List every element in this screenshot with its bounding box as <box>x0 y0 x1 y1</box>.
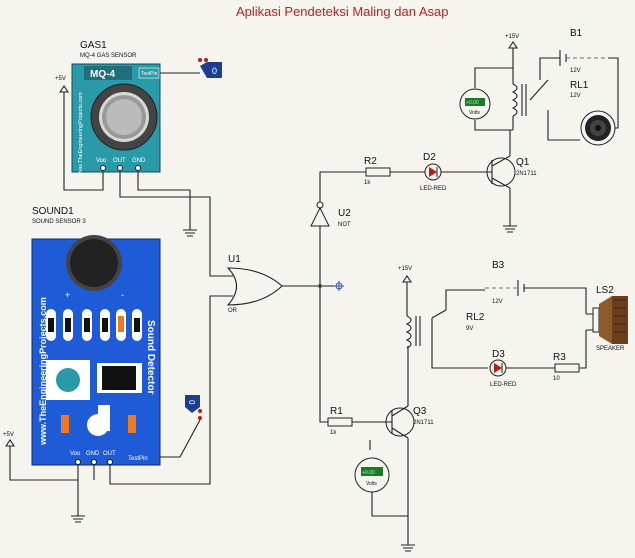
u2-not-gate[interactable] <box>310 201 330 227</box>
voltmeter-3: +0.00 Volts <box>354 457 390 493</box>
d2-led[interactable] <box>424 163 442 181</box>
power-15v-bottom: +15V <box>398 266 412 283</box>
rl1-ref: RL1 <box>570 80 589 91</box>
svg-text:Volts: Volts <box>469 110 480 116</box>
b3-value: 12V <box>492 299 503 305</box>
sound1-sensor[interactable]: + - www.TheEngineeringProjects.com Sound… <box>31 235 161 466</box>
gas1-sensor[interactable]: MQ-4 TestPin www.TheEngineeringProjects.… <box>71 63 161 177</box>
gas1-side-text: www.TheEngineeringProjects.com <box>78 92 84 177</box>
q3-ref: Q3 <box>413 406 427 417</box>
sound1-probe[interactable]: 0 <box>185 395 200 413</box>
sound1-desc: SOUND SENSOR 3 <box>32 219 86 225</box>
b3-battery[interactable] <box>517 280 525 296</box>
b1-value: 12V <box>570 68 581 74</box>
gas1-ref: GAS1 <box>80 40 107 51</box>
svg-text:+15V: +15V <box>505 34 519 40</box>
gas1-board-label: MQ-4 <box>90 69 115 80</box>
ls2-speaker[interactable] <box>592 296 628 344</box>
u1-or-gate[interactable] <box>226 267 283 306</box>
u2-ref: U2 <box>338 208 351 219</box>
voltmeter-1: +0.00 Volts <box>459 88 491 120</box>
q1-type: 2N1711 <box>516 171 537 177</box>
b3-ref: B3 <box>492 260 505 271</box>
gas1-pin-voo: Voo <box>96 158 107 164</box>
r3-ref: R3 <box>553 352 566 363</box>
rl1-coil[interactable] <box>511 83 527 117</box>
r3-value: 10 <box>553 376 560 382</box>
gas1-power-terminal: +5V <box>55 76 70 93</box>
sound1-power-terminal: +5V <box>3 432 16 447</box>
power-15v-top: +15V <box>505 34 519 49</box>
sound1-minus: - <box>121 290 124 300</box>
sound1-pin-gnd: GND <box>86 451 100 457</box>
svg-text:+5V: +5V <box>55 76 66 82</box>
rl2-coil[interactable] <box>405 315 421 349</box>
gas1-pin-out: OUT <box>113 158 126 164</box>
r2-resistor[interactable] <box>365 167 391 177</box>
r2-ref: R2 <box>364 156 377 167</box>
gas1-desc: MQ-4 GAS SENSOR <box>80 53 137 59</box>
gas1-probe-value: 0 <box>212 66 217 76</box>
svg-text:+5V: +5V <box>3 432 14 438</box>
b1-battery[interactable] <box>559 50 567 66</box>
sound1-plus: + <box>65 290 70 300</box>
b1-ref: B1 <box>570 28 583 39</box>
rl2-value: 9V <box>466 326 473 332</box>
gas1-pin-gnd: GND <box>132 158 146 164</box>
sound1-probe-value: 0 <box>187 400 196 405</box>
r1-ref: R1 <box>330 406 343 417</box>
u1-ref: U1 <box>228 254 241 265</box>
page-title: Aplikasi Pendeteksi Maling dan Asap <box>236 4 448 19</box>
rl2-ref: RL2 <box>466 312 485 323</box>
q3-transistor[interactable] <box>385 405 415 439</box>
u1-type: OR <box>228 308 238 314</box>
svg-text:+15V: +15V <box>398 266 412 272</box>
sound1-pin-out: OUT <box>103 451 116 457</box>
d2-type: LED-RED <box>420 186 447 192</box>
gas1-probe[interactable]: 0 <box>200 62 222 78</box>
r1-value: 1k <box>330 430 337 436</box>
sound1-side-text: www.TheEngineeringProjects.com <box>38 297 48 446</box>
rl1-value: 12V <box>570 93 581 99</box>
r1-resistor[interactable] <box>327 417 353 427</box>
sound1-pin-voo: Voo <box>70 451 81 457</box>
d2-ref: D2 <box>423 152 436 163</box>
q1-transistor[interactable] <box>486 155 516 189</box>
sound1-ref: SOUND1 <box>32 206 74 217</box>
svg-text:+0.00: +0.00 <box>466 100 479 106</box>
sound1-board-label: Sound Detector <box>145 320 156 395</box>
d3-ref: D3 <box>492 349 505 360</box>
d3-led[interactable] <box>489 359 507 377</box>
ls2-type: SPEAKER <box>596 346 625 352</box>
ls2-ref: LS2 <box>596 285 614 296</box>
gas1-testpin-label: TestPin <box>141 71 158 77</box>
buzzer-1[interactable] <box>580 110 616 146</box>
q1-ref: Q1 <box>516 157 530 168</box>
r3-resistor[interactable] <box>554 363 580 373</box>
sound1-testpin-label: TestPin <box>128 456 148 462</box>
svg-text:+0.00: +0.00 <box>362 470 375 476</box>
r2-value: 1k <box>364 180 371 186</box>
u2-type: NOT <box>338 222 351 228</box>
svg-text:Volts: Volts <box>366 481 377 487</box>
d3-type: LED-RED <box>490 382 517 388</box>
q3-type: 2N1711 <box>413 420 434 426</box>
